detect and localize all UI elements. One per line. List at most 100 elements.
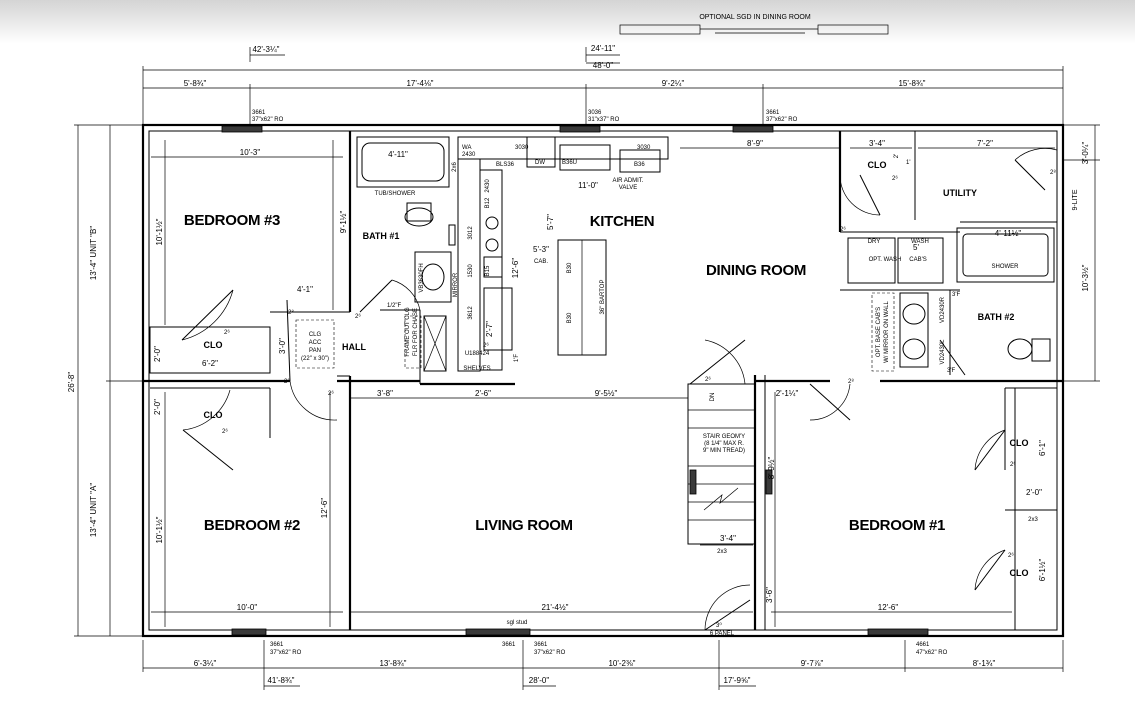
win-bm-a: 3661: [502, 642, 516, 648]
label-opt-wash: OPT. WASH: [869, 257, 902, 263]
win-br-ro: 47"x62" RO: [916, 650, 948, 656]
cab-u188424: U188424: [465, 351, 490, 357]
dim-3f-b: 3'F: [947, 368, 955, 374]
dim-bed3-w: 10'-3": [240, 148, 261, 157]
win-tl-size: 3661: [252, 110, 266, 116]
cab-b36u: B36U: [562, 160, 577, 166]
cab-dw: DW: [535, 160, 545, 166]
door-clo-bed1-a: 2⁶: [1010, 461, 1016, 468]
dim-t2: 17'-4⅛": [406, 79, 433, 88]
room-clo-bed1-b: CLO: [1010, 568, 1029, 578]
label-opt-base-1: OPT. BASE CAB'S: [876, 307, 882, 357]
win-bl-size: 3661: [270, 642, 284, 648]
door-clo-bed1-b: 2⁶: [1008, 552, 1014, 559]
kitchen-cabinets: [457, 136, 669, 372]
cab-b36: B36: [634, 162, 645, 168]
dim-clo-6-1b: 6'-1½": [1038, 559, 1047, 582]
label-bartop: 36" BARTOP: [600, 280, 606, 315]
dim-b2: 13'-8¾": [379, 659, 406, 668]
dim-living-9-5: 9'-5½": [595, 389, 618, 398]
label-frame-out-2: FLR FOR CHASE: [413, 308, 419, 356]
cab-2430-wa: 2430: [462, 152, 476, 158]
label-6-panel: 6 PANEL: [710, 631, 735, 637]
dim-bath1-h: 9'-1½": [339, 211, 348, 234]
dim-kitchen-len: 12'-6": [511, 258, 520, 279]
room-bedroom3: BEDROOM #3: [184, 212, 280, 229]
room-dining: DINING ROOM: [706, 262, 806, 279]
doors: [181, 148, 1058, 631]
dim-bed2-r: 12'-6": [320, 498, 329, 519]
door-bed3: 2⁸: [288, 309, 294, 316]
dim-overall-depth: 26'-8": [67, 372, 76, 393]
interior-walls: [143, 131, 1063, 630]
win-bm-size: 3661: [534, 642, 548, 648]
room-living: LIVING ROOM: [475, 517, 573, 534]
label-shelves: SHELVES: [463, 366, 490, 372]
dim-bed2-w: 10'-0": [237, 603, 258, 612]
dim-b3: 10'-2⅜": [608, 659, 635, 668]
dim-hall-41: 4'-1": [297, 285, 313, 294]
dim-kitchen-cab: 5'-3": [533, 245, 549, 254]
lite-label: 9-LITE: [1072, 189, 1079, 210]
win-tm-size: 3036: [588, 110, 602, 116]
label-mirror: MIRROR: [453, 272, 459, 297]
dim-pantry-2-7: 2'-7": [485, 321, 494, 337]
label-acc: ACC: [309, 340, 322, 346]
cab-3012: 3012: [468, 226, 474, 240]
utility-bath2-fixtures: [847, 227, 1055, 372]
dim-stair-2-1: 2'-1¼": [776, 389, 799, 398]
cab-wa: WA: [462, 145, 471, 151]
cab-b15: B15: [485, 265, 491, 276]
dim-pantry-2-6: 2'-6": [475, 389, 491, 398]
bath1-fixtures: [295, 136, 456, 372]
window-top-right: [732, 125, 774, 133]
cab-3030-a: 3030: [515, 145, 529, 151]
label-sgl-stud: sgl stud: [507, 620, 528, 626]
label-opt-base-2: W/ MIRROR ON WALL: [884, 300, 890, 362]
door-front: 3⁰: [716, 622, 722, 629]
label-air-admit: AIR ADMIT.: [612, 178, 643, 184]
cab-1530: 1530: [468, 264, 474, 278]
room-bath1: BATH #1: [363, 231, 400, 241]
right-dimension-lines: [1063, 124, 1100, 382]
label-wash: WASH: [911, 239, 929, 245]
dim-clo-2-0b: 2'-0": [153, 399, 162, 415]
interior-dimension-lines: [151, 140, 1055, 627]
window-bot-left: [231, 628, 267, 636]
cab-b30-a: B30: [567, 262, 573, 273]
cab-b30-b: B30: [567, 312, 573, 323]
win-br-size: 4661: [916, 642, 930, 648]
win-bm-ro: 37"x62" RO: [534, 650, 566, 656]
door-exterior-util: 2⁸: [1050, 169, 1056, 176]
dim-bot-28: 28'-0": [529, 676, 550, 685]
win-tm-ro: 31"x37" RO: [588, 117, 620, 123]
label-shower: SHOWER: [992, 264, 1020, 270]
room-clo-bed1-a: CLO: [1010, 438, 1029, 448]
bottom-dimension-lines: [142, 640, 1064, 690]
dim-bed3-h: 10'-1½": [155, 218, 164, 245]
label-tub-shower: TUB/SHOWER: [375, 191, 416, 197]
label-valve: VALVE: [619, 185, 637, 191]
cab-2430: 2430: [485, 179, 491, 193]
cab-2x6: 2x6: [452, 162, 458, 172]
label-stair-2: (8 1/4" MAX R.: [704, 441, 744, 447]
dim-unit-b: 13'-4" UNIT "B": [89, 226, 98, 281]
cab-b12: B12: [485, 197, 491, 208]
dim-b1: 6'-3¼": [194, 659, 217, 668]
dim-util-w: 3'-4": [869, 139, 885, 148]
dim-stair-3-6: 3'-6": [765, 587, 774, 603]
door-utility: 2⁶: [840, 226, 846, 233]
cab-bls36: BLS36: [496, 162, 515, 168]
label-2x3-stair: 2x3: [717, 549, 727, 555]
door-hall: 2⁶: [328, 390, 334, 397]
window-bot-mid: [465, 628, 531, 636]
dim-stair-w: 3'-4": [720, 534, 736, 543]
dim-t1: 5'-8¾": [184, 79, 207, 88]
door-bed1: 2⁸: [848, 378, 854, 385]
room-bedroom1: BEDROOM #1: [849, 517, 945, 534]
dim-hall-3-8: 3'-8": [377, 389, 393, 398]
win-tr-size: 3661: [766, 110, 780, 116]
dim-tub: 4'-11": [388, 150, 408, 159]
cab-vd2430l: VD2430L: [940, 339, 946, 365]
